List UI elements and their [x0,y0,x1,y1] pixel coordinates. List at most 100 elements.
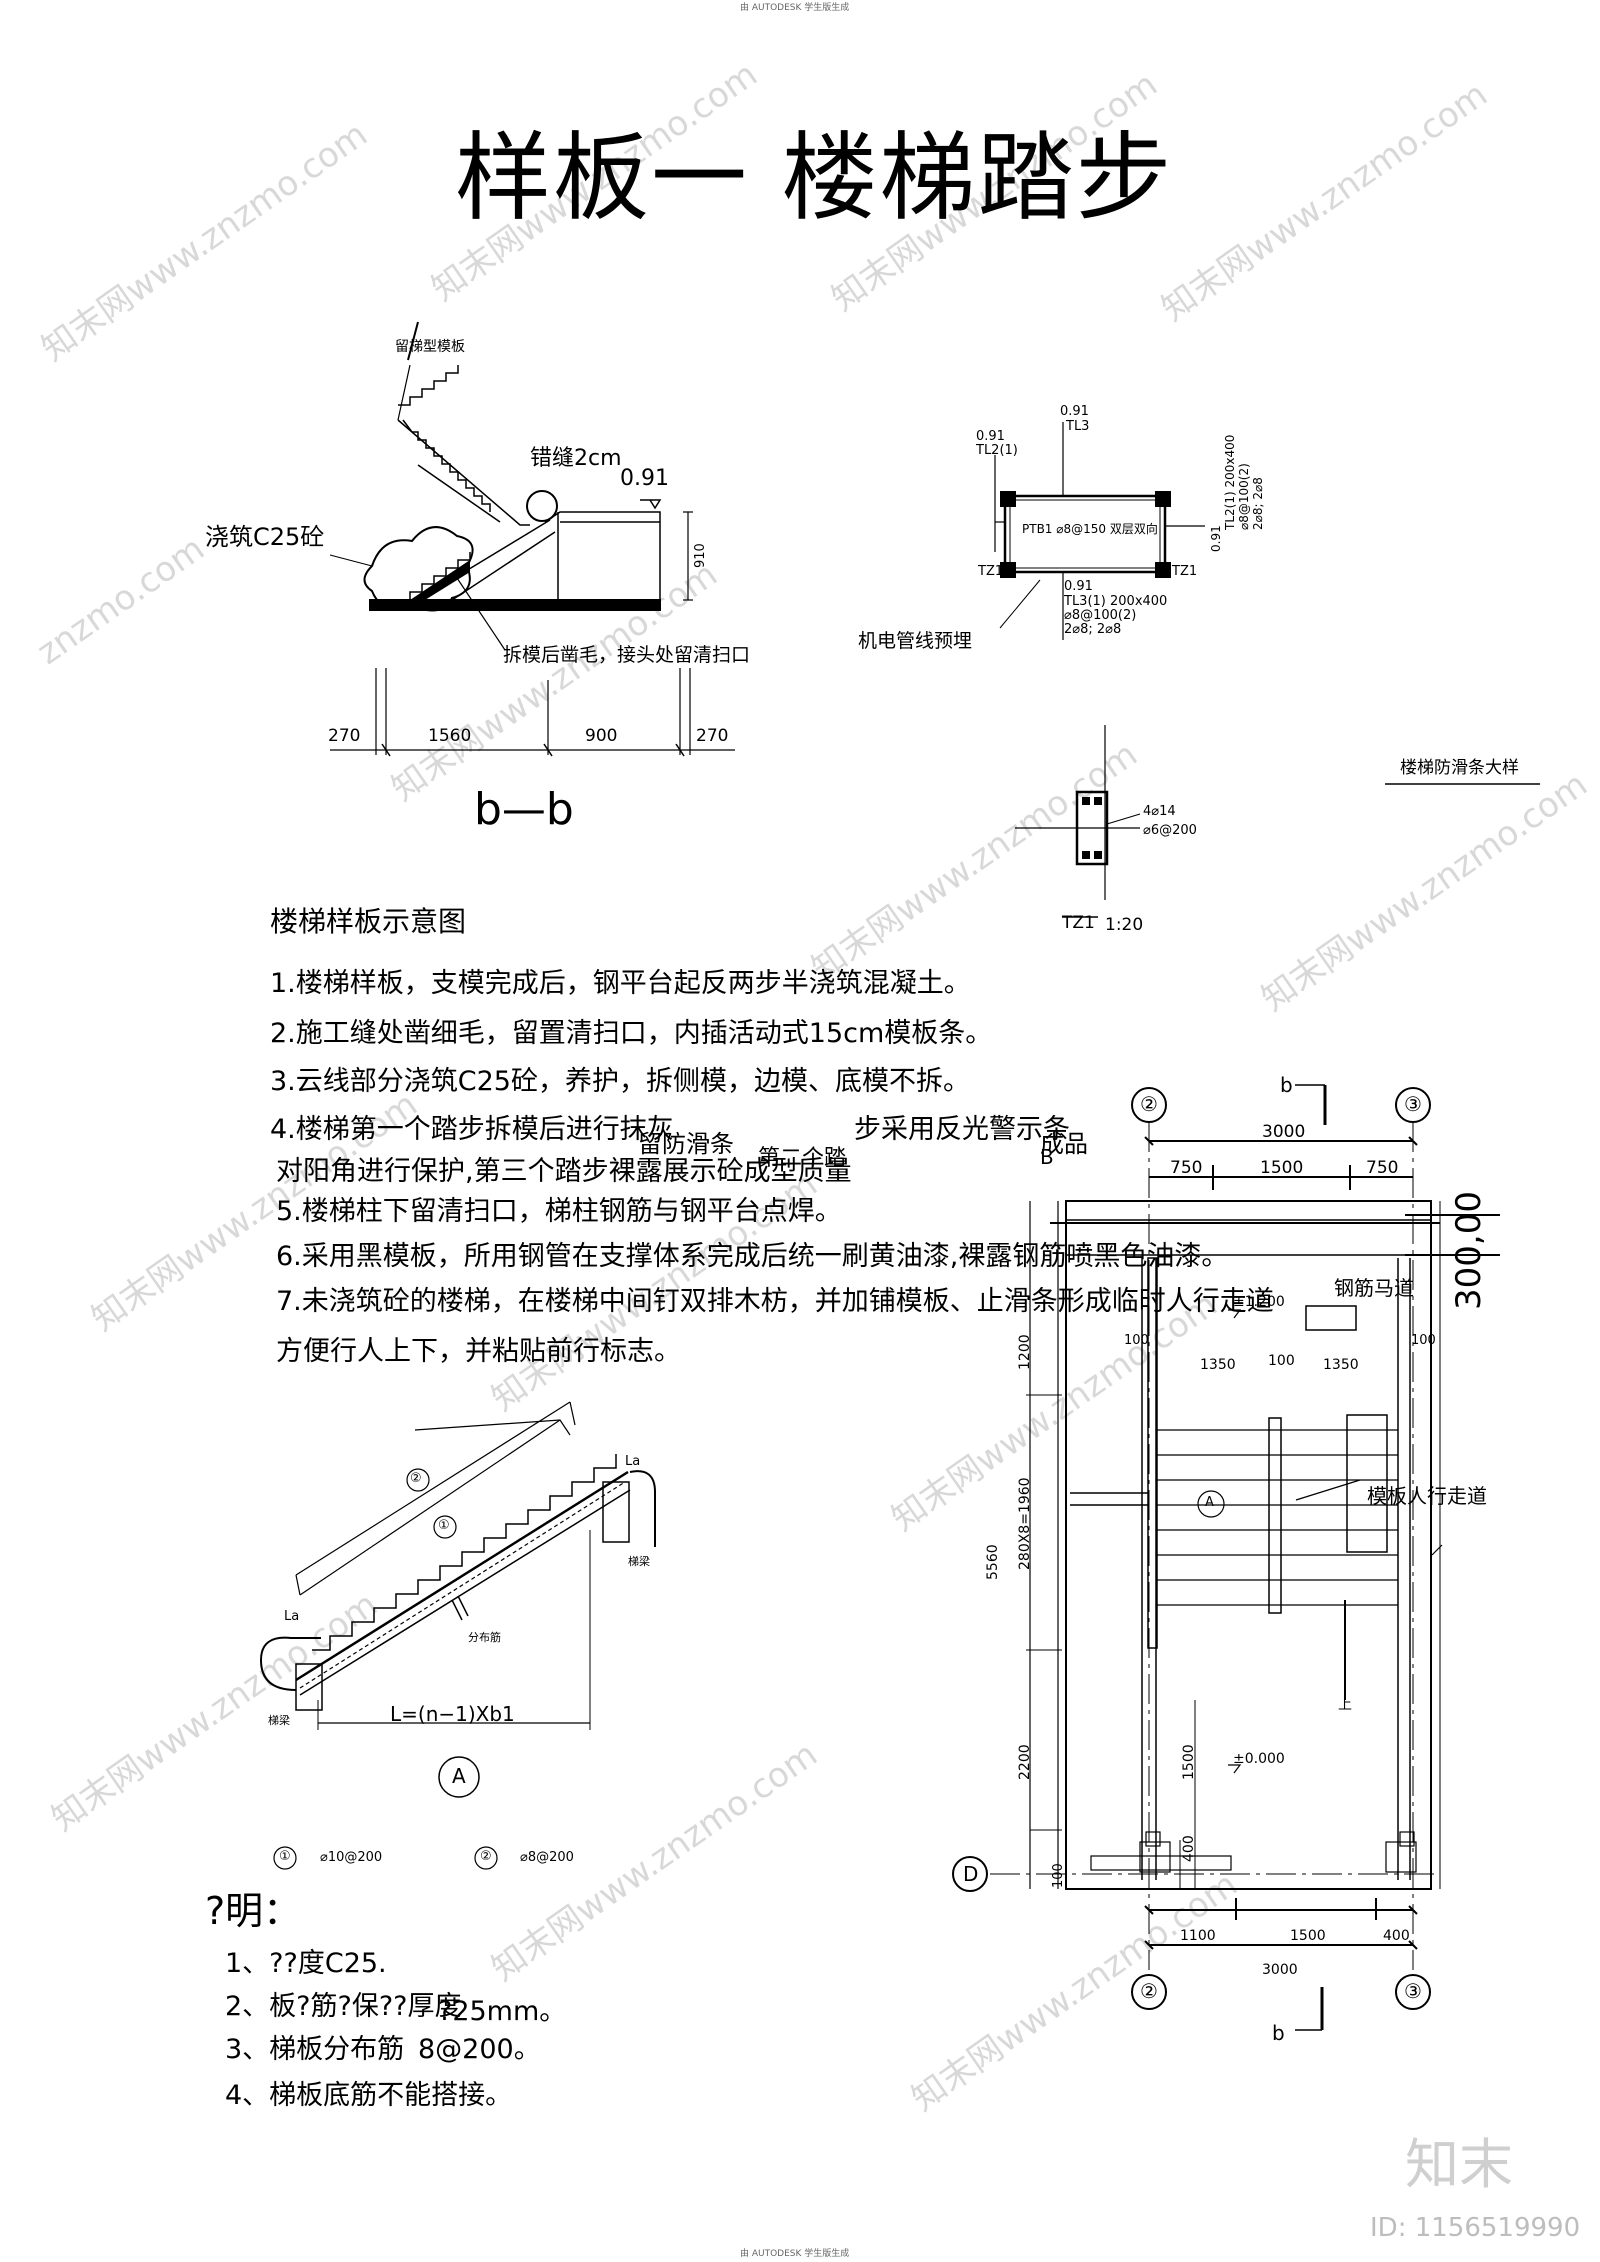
ptb-right-1: TL2(1) 200x400 [1223,434,1237,530]
note-4f: 对阳角进行保护,第三个踏步裸露展示砼成型质量 [276,1156,852,1187]
autodesk-label: 由 AUTODESK 学生版生成 [740,3,850,13]
section-name: b—b [474,784,574,835]
detail-a-drawing [259,1401,656,1870]
explain-heading: ?明： [205,1889,302,1933]
label-gap: 错缝2cm [530,446,622,471]
detail-a-beam-left: 梯梁 [268,1714,290,1727]
cut-mark-bot: b [1272,2021,1285,2045]
dim-900: 900 [585,726,618,746]
dim-910: 910 [693,543,708,568]
note-4d: 步采用反光警示条 [854,1114,1070,1145]
notes-heading: 楼梯样板示意图 [270,905,467,938]
dim-270-right: 270 [696,726,729,746]
dim-bot-total: 3000 [1262,1962,1298,1978]
dim-inner-1350-left: 1350 [1200,1357,1236,1373]
explain-2b: ?25mm。 [438,1996,567,2027]
dim-bot-1100: 1100 [1180,1928,1216,1944]
note-4c: 第二个踏 [758,1146,847,1171]
section-bb-drawing [329,321,735,757]
ptb-tz1-left: TZ1 [978,564,1004,579]
axis-3-bot: ③ [1404,1979,1422,2003]
tz1-rebar-1: 4⌀14 [1143,804,1176,819]
brand-logo: 知末 [1405,2133,1513,2196]
dim-270-left: 270 [328,726,361,746]
dim-v-400: 400 [1181,1835,1197,1862]
legend-2: ⌀8@200 [520,1850,574,1865]
up-mark: 上 [1338,1697,1352,1713]
cut-mark-top: b [1280,1073,1293,1097]
note-4e: 成品 [1040,1130,1088,1158]
dim-v-2200: 2200 [1017,1744,1033,1780]
dim-v-total: 5560 [985,1544,1001,1580]
legend-1-mark: ① [279,1849,291,1864]
dim-1560: 1560 [428,726,472,746]
level-top: ±1.200 [1233,1294,1285,1310]
detail-a-circle-2: ② [410,1471,422,1486]
dim-side-100-right: 100 [1411,1333,1436,1348]
dim-top-750-left: 750 [1170,1158,1203,1178]
tz1-caption: TZ1 [1062,913,1095,933]
ptb-right-3: 2⌀8; 2⌀8 [1251,477,1265,530]
label-concrete: 浇筑C25砼 [205,523,325,551]
floor-plan-drawing [952,1084,1500,2031]
explain-1: 1、??度C25. [225,1948,387,1979]
anti-slip-title: 楼梯防滑条大样 [1400,758,1519,778]
ptb-bottom-3: ⌀8@100(2) [1064,608,1137,623]
dim-right: 300,00 [1449,1191,1489,1310]
detail-a-dist: 分布筋 [468,1631,501,1644]
detail-a-circle-1: ① [438,1518,450,1533]
note-7b: 方便行人上下，并粘贴前行标志。 [276,1336,681,1367]
dim-side-100-left: 100 [1124,1333,1149,1348]
note-4b: 留防滑条 [638,1130,734,1158]
label-rebar-path: 钢筋马道 [1334,1276,1414,1300]
ptb-bottom-2: TL3(1) 200x400 [1064,594,1168,609]
level-bot: ±0.000 [1233,1751,1285,1767]
dim-top-total: 3000 [1262,1122,1306,1142]
detail-a-length: L=(n−1)Xb1 [390,1702,515,1726]
explain-3b: 8@200。 [418,2034,541,2065]
note-6: 6.采用黑模板，所用钢管在支撑体系完成后统一刷黄油漆,裸露钢筋喷黑色油漆。 [276,1241,1229,1272]
ptb-level-top: 0.91 [1060,404,1089,419]
tz1-detail-drawing [1015,725,1141,918]
label-remark: 拆模后凿毛，接头处留清扫口 [503,644,751,666]
explain-2a: 2、板?筋?保??厚度 [225,1991,462,2022]
image-id: ID: 1156519990 [1370,2213,1581,2243]
label-pipe: 机电管线预埋 [858,630,973,652]
dim-v-100: 100 [1051,1863,1066,1888]
ptb-bottom-1: 0.91 [1064,579,1093,594]
tz1-rebar-2: ⌀6@200 [1143,823,1197,838]
note-1: 1.楼梯样板，支模完成后，钢平台起反两步半浇筑混凝土。 [270,968,971,999]
axis-2-bot: ② [1140,1979,1158,2003]
note-5: 5.楼梯柱下留清扫口，梯柱钢筋与钢平台点焊。 [276,1196,842,1227]
explain-4: 4、梯板底筋不能搭接。 [225,2080,513,2111]
axis-3-top: ③ [1404,1092,1422,1116]
dim-bot-400: 400 [1383,1928,1410,1944]
note-4a: 4.楼梯第一个踏步拆模后进行抹灰 [270,1114,674,1145]
label-walkway: 模板人行走道 [1367,1484,1487,1508]
dim-top-1500: 1500 [1260,1158,1304,1178]
detail-a-name: A [452,1764,466,1788]
ptb-right-level: 0.91 [1209,525,1223,552]
legend-1: ⌀10@200 [320,1850,383,1865]
detail-a-la-left: La [284,1609,300,1624]
explain-3a: 3、梯板分布筋 [225,2034,405,2065]
axis-b: B [1040,1145,1054,1169]
axis-d: D [963,1862,979,1886]
dim-v-1960: 280X8=1960 [1017,1477,1033,1570]
ptb-tl2: TL2(1) [976,443,1018,458]
autodesk-label: 由 AUTODESK 学生版生成 [740,2249,850,2259]
dim-inner-100: 100 [1268,1353,1295,1369]
tz1-scale: 1:20 [1105,915,1144,935]
ptb-right-2: ⌀8@100(2) [1237,463,1251,530]
dim-inner-1350-right: 1350 [1323,1357,1359,1373]
ptb-tl3: TL3 [1066,419,1090,434]
dim-bot-1500: 1500 [1290,1928,1326,1944]
dim-v-1500: 1500 [1181,1744,1197,1780]
ptb-plan-drawing [994,422,1205,640]
note-3: 3.云线部分浇筑C25砼，养护，拆侧模，边模、底模不拆。 [270,1066,970,1097]
dim-v-1200: 1200 [1017,1334,1033,1370]
ptb-level-left: 0.91 [976,429,1005,444]
page-title: 样板一 楼梯踏步 [455,122,1174,234]
note-2: 2.施工缝处凿细毛，留置清扫口，内插活动式15cm模板条。 [270,1018,993,1049]
